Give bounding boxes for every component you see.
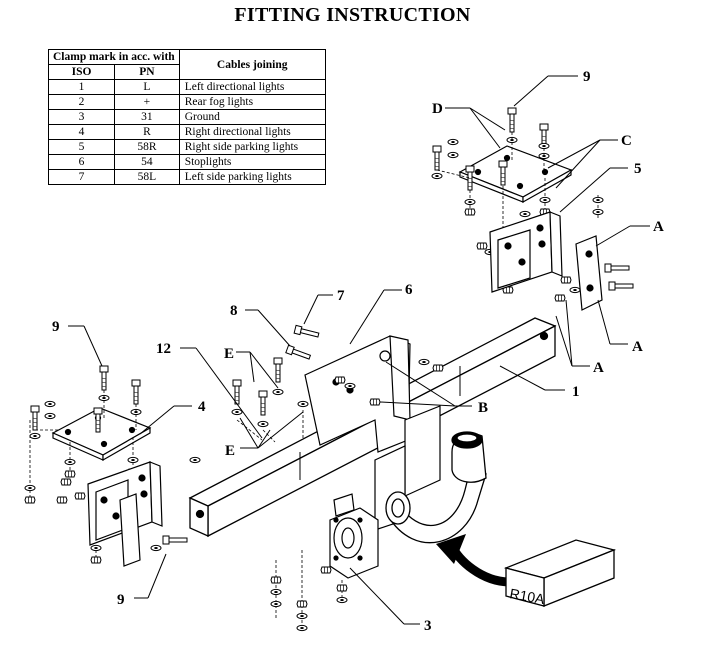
callout-8: 8 [230, 303, 238, 319]
header-cables-joining: Cables joining [178, 49, 326, 80]
legend-desc: Right side parking lights [178, 139, 326, 155]
callout-d: D [432, 101, 443, 117]
callout-5: 5 [634, 161, 642, 177]
leader-lines [68, 75, 650, 625]
towball [451, 431, 487, 483]
right-side-bracket [489, 211, 563, 293]
header-pn: PN [114, 64, 180, 80]
callout-e-lower: E [225, 443, 235, 459]
legend-row: 6 54 Stoplights [47, 154, 326, 170]
legend-desc: Stoplights [178, 154, 326, 170]
legend-iso: 7 [47, 169, 116, 185]
page-title: FITTING INSTRUCTION [234, 4, 471, 26]
cable-legend-table: Clamp mark in acc. with Cables joining I… [47, 49, 326, 185]
callout-e-upper: E [224, 346, 234, 362]
callout-a-upper: A [653, 219, 664, 235]
legend-desc: Rear fog lights [178, 94, 326, 110]
legend-row: 1 L Left directional lights [47, 79, 326, 95]
callout-4: 4 [198, 399, 206, 415]
callout-a-lower: A [593, 360, 604, 376]
legend-desc: Left side parking lights [178, 169, 326, 185]
callout-a-right: A [632, 339, 643, 355]
side-plate-a [575, 235, 603, 311]
r10a-box [503, 539, 617, 607]
callout-12: 12 [156, 341, 171, 357]
callout-7: 7 [337, 288, 345, 304]
legend-row: 3 31 Ground [47, 109, 326, 125]
towball-neck [385, 469, 487, 544]
lower-fasteners [270, 566, 348, 632]
header-clamp-mark: Clamp mark in acc. with [48, 49, 180, 65]
r10a-box-label: R10A [508, 585, 546, 607]
legend-row: 2 + Rear fog lights [47, 94, 326, 110]
callout-9-left: 9 [52, 319, 60, 335]
callout-6: 6 [405, 282, 413, 298]
callout-1: 1 [572, 384, 580, 400]
legend-row: 4 R Right directional lights [47, 124, 326, 140]
right-mounting-plate [458, 145, 573, 204]
left-mounting-plate [51, 407, 152, 462]
electrical-socket [329, 493, 379, 579]
callout-3: 3 [424, 618, 432, 634]
arrow-to-box [436, 534, 511, 587]
callout-c: C [621, 133, 632, 149]
center-bracket [304, 335, 411, 453]
legend-row: 5 58R Right side parking lights [47, 139, 326, 155]
callout-9-bottom: 9 [117, 592, 125, 608]
callout-b: B [478, 400, 488, 416]
legend-row: 7 58L Left side parking lights [47, 169, 326, 185]
legend-desc: Left directional lights [178, 79, 326, 95]
callout-9-top: 9 [583, 69, 591, 85]
left-side-bracket [87, 461, 163, 567]
